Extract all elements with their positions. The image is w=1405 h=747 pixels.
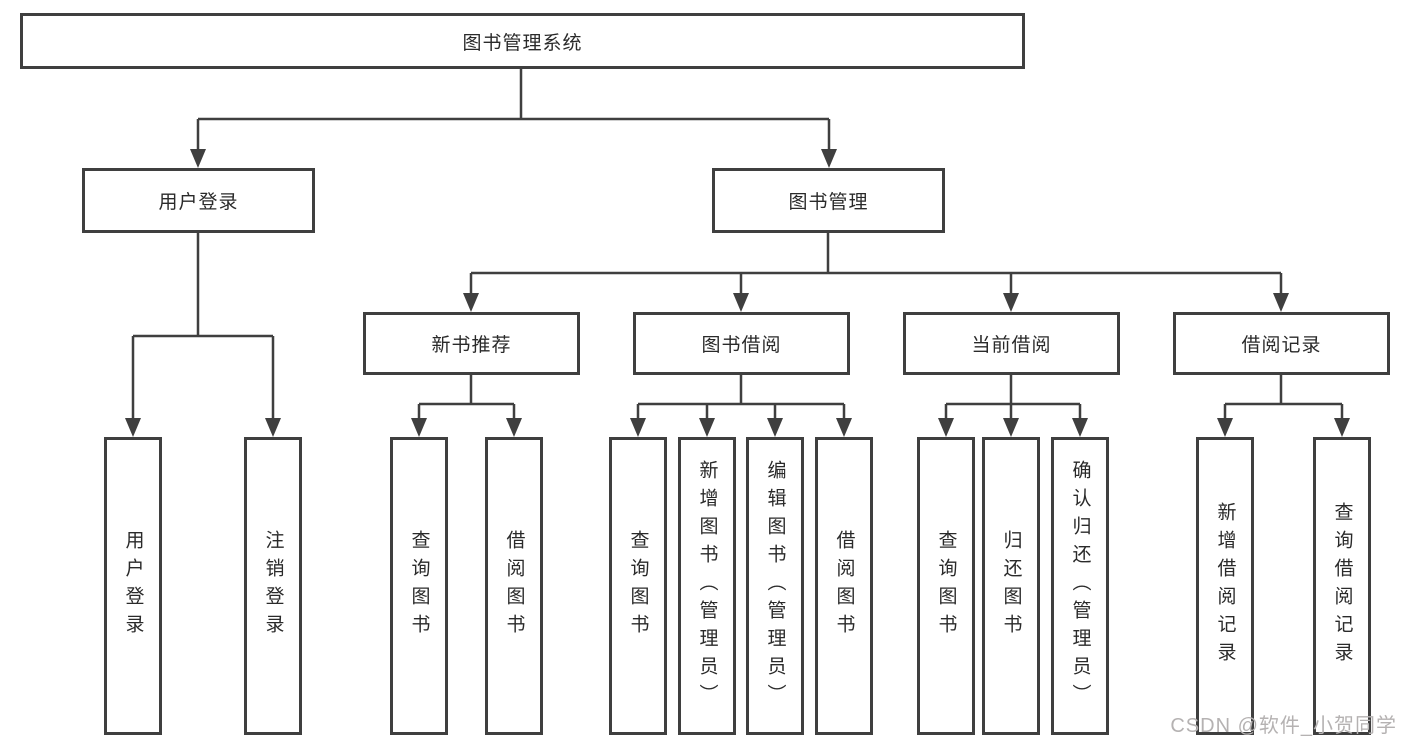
connector-book-borrow-to-leaves xyxy=(630,375,852,437)
arrow-down-icon xyxy=(938,418,1088,437)
watermark-text: CSDN @软件_小贺同学 xyxy=(1170,715,1397,737)
node-current-borrow: 当前借阅 xyxy=(903,312,1120,375)
arrow-down-icon xyxy=(1217,418,1350,437)
leaf-logout: 注销登录 xyxy=(244,437,302,735)
leaf-confirm-return-admin: 确认归还（管理员） xyxy=(1051,437,1109,735)
connector-line xyxy=(944,375,1082,419)
leaf-query-borrow-record: 查询借阅记录 xyxy=(1313,437,1371,735)
connector-line xyxy=(417,375,516,419)
leaf-borrow-books-newbook: 借阅图书 xyxy=(485,437,543,735)
node-book-management: 图书管理 xyxy=(712,168,945,233)
leaf-query-books-newbook: 查询图书 xyxy=(390,437,448,735)
leaf-query-books-current: 查询图书 xyxy=(917,437,975,735)
connector-line xyxy=(131,233,275,419)
arrow-down-icon xyxy=(630,418,852,437)
arrow-down-icon xyxy=(190,149,837,168)
leaf-return-book: 归还图书 xyxy=(982,437,1040,735)
connector-line xyxy=(196,69,831,150)
connector-book-management-to-level3 xyxy=(463,233,1289,312)
connector-root-to-level2 xyxy=(190,69,837,168)
connector-line xyxy=(469,233,1283,293)
connector-new-book-to-leaves xyxy=(411,375,522,437)
leaf-add-book-admin: 新增图书（管理员） xyxy=(678,437,736,735)
connector-user-login-to-leaves xyxy=(125,233,281,437)
arrow-down-icon xyxy=(411,418,522,437)
connector-borrow-record-to-leaves xyxy=(1217,375,1350,437)
connector-current-borrow-to-leaves xyxy=(938,375,1088,437)
leaf-borrow-books-borrow: 借阅图书 xyxy=(815,437,873,735)
leaf-edit-book-admin: 编辑图书（管理员） xyxy=(746,437,804,735)
node-root-library-system: 图书管理系统 xyxy=(20,13,1025,69)
leaf-query-books-borrow: 查询图书 xyxy=(609,437,667,735)
node-user-login: 用户登录 xyxy=(82,168,315,233)
leaf-user-login: 用户登录 xyxy=(104,437,162,735)
node-book-borrow: 图书借阅 xyxy=(633,312,850,375)
connector-line xyxy=(1223,375,1344,419)
node-new-book-recommend: 新书推荐 xyxy=(363,312,580,375)
node-borrow-record: 借阅记录 xyxy=(1173,312,1390,375)
connector-line xyxy=(636,375,846,419)
arrow-down-icon xyxy=(125,418,281,437)
arrow-down-icon xyxy=(463,293,1289,312)
leaf-add-borrow-record: 新增借阅记录 xyxy=(1196,437,1254,735)
